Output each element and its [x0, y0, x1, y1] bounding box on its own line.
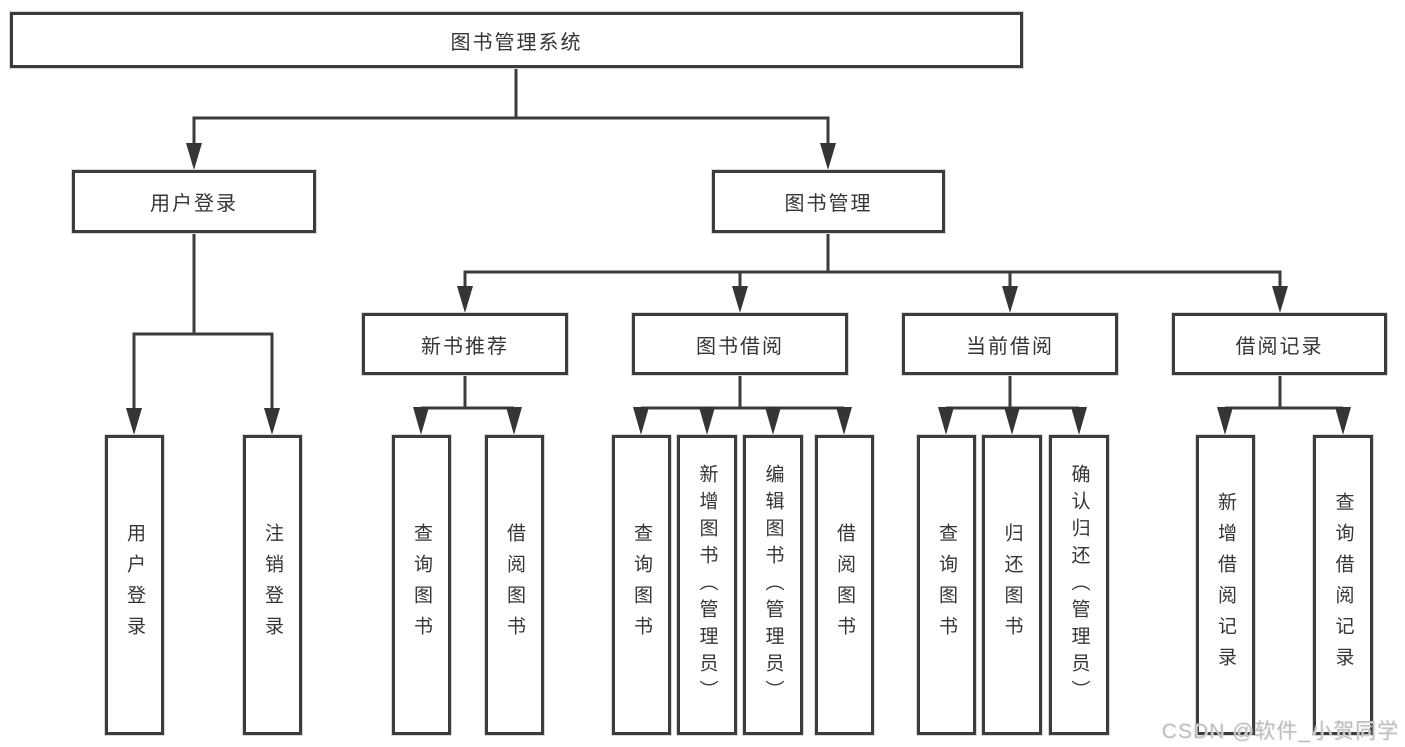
level1-connectors: [186, 68, 836, 170]
leaf-query-books-2: 查询图书: [612, 435, 671, 735]
leaf-query-borrow-record: 查询借阅记录: [1313, 435, 1373, 735]
leaf-user-login: 用户登录: [105, 435, 164, 735]
current-borrow-branch-connectors: [938, 375, 1087, 435]
node-label: 借阅记录: [1235, 335, 1324, 358]
node-book-borrowing: 图书借阅: [632, 313, 848, 375]
node-label: 借阅图书: [834, 523, 855, 647]
node-label: 当前借阅: [966, 335, 1054, 358]
borrow-record-branch-connectors: [1217, 375, 1351, 435]
new-book-branch-connectors: [413, 375, 522, 435]
leaf-borrow-books-1: 借阅图书: [485, 435, 544, 735]
node-user-login-group: 用户登录: [72, 170, 316, 233]
node-label: 图书借阅: [696, 335, 784, 358]
node-label: 新增借阅记录: [1215, 492, 1236, 678]
book-management-branch-connectors: [457, 233, 1288, 313]
node-label: 图书管理系统: [450, 31, 583, 54]
node-label: 用户登录: [124, 523, 145, 647]
node-label: 查询借阅记录: [1332, 492, 1354, 678]
node-book-management-group: 图书管理: [712, 170, 945, 233]
node-label: 归还图书: [1001, 523, 1023, 647]
book-borrow-branch-connectors: [633, 375, 852, 435]
node-new-book-recommend: 新书推荐: [362, 313, 568, 375]
leaf-query-books-1: 查询图书: [392, 435, 451, 735]
leaf-borrow-books-2: 借阅图书: [815, 435, 874, 735]
node-label: 用户登录: [150, 193, 238, 215]
leaf-query-books-3: 查询图书: [917, 435, 976, 735]
node-label: 借阅图书: [504, 523, 525, 647]
leaf-add-books-admin: 新增图书（管理员）: [677, 435, 737, 735]
node-label: 查询图书: [411, 523, 432, 647]
leaf-return-books: 归还图书: [982, 435, 1042, 735]
leaf-confirm-return-admin: 确认归还（管理员）: [1049, 435, 1109, 735]
leaf-add-borrow-record: 新增借阅记录: [1196, 435, 1255, 735]
leaf-logout: 注销登录: [243, 435, 302, 735]
node-label: 编辑图书（管理员）: [762, 463, 784, 707]
node-borrowing-records: 借阅记录: [1172, 313, 1387, 375]
node-current-borrowing: 当前借阅: [902, 313, 1118, 375]
node-label: 查询图书: [936, 523, 957, 647]
node-label: 新增图书（管理员）: [696, 463, 718, 707]
node-label: 图书管理: [784, 193, 873, 215]
node-label: 新书推荐: [421, 335, 509, 358]
user-login-branch-connectors: [126, 233, 280, 435]
node-root-library-system: 图书管理系统: [10, 12, 1023, 68]
node-label: 查询图书: [631, 523, 652, 647]
csdn-watermark: CSDN @软件_小贺同学: [1161, 720, 1399, 743]
node-label: 注销登录: [262, 523, 283, 647]
leaf-edit-books-admin: 编辑图书（管理员）: [743, 435, 803, 735]
node-label: 确认归还（管理员）: [1068, 463, 1090, 707]
